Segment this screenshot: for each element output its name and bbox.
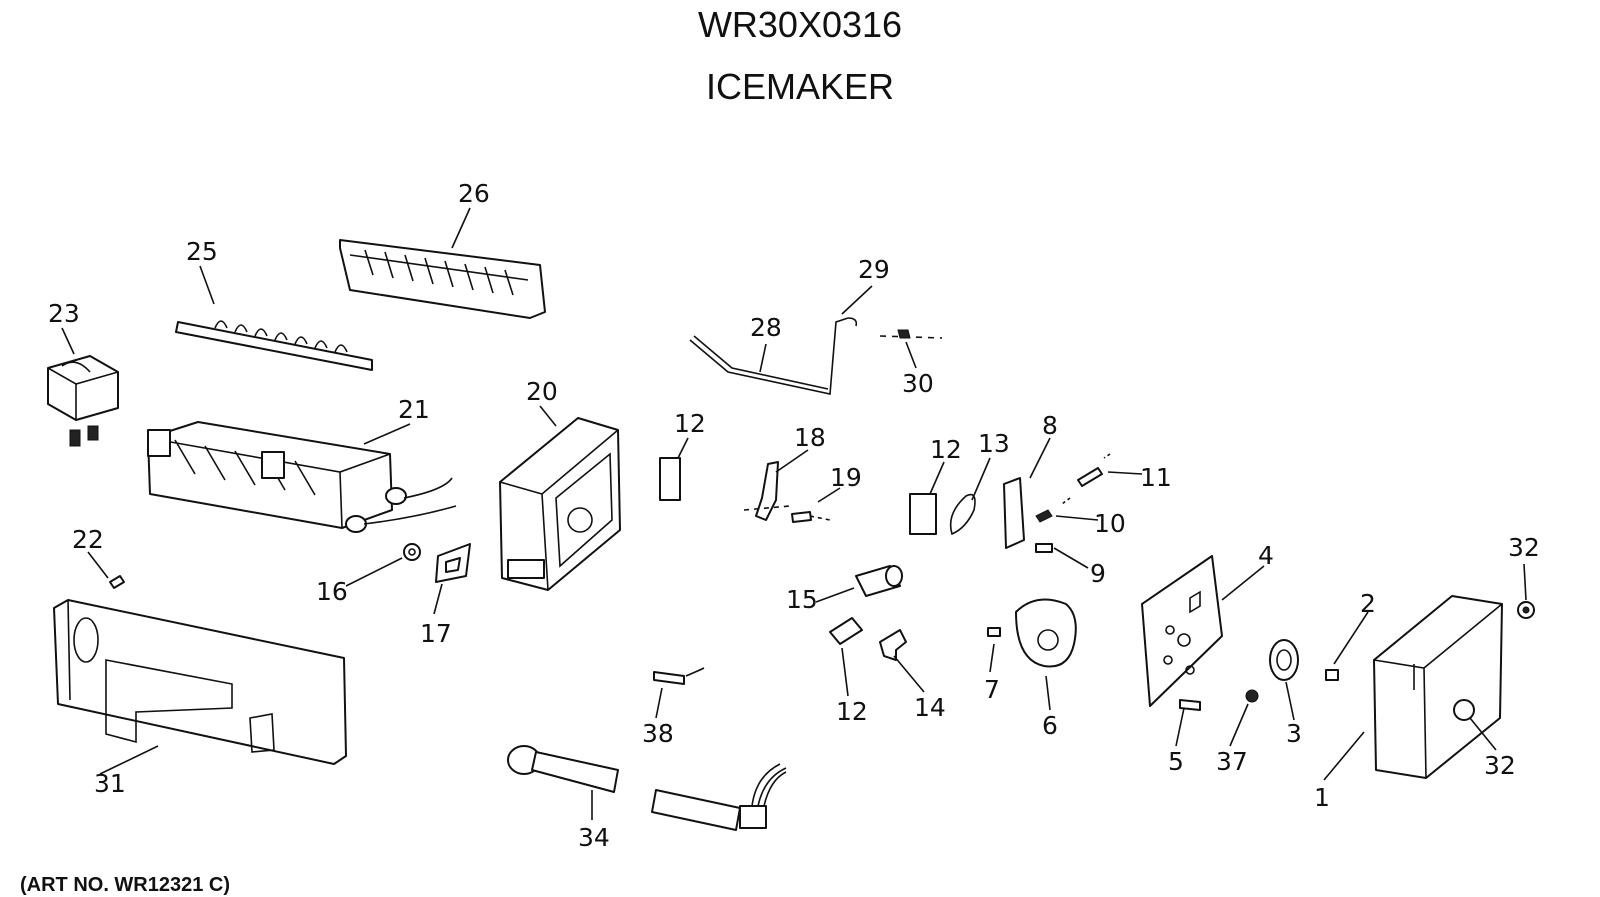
callout-29: 29 [858, 255, 890, 284]
callout-20: 20 [526, 377, 558, 406]
part-11-drawing [1077, 467, 1103, 487]
callout-16: 16 [316, 577, 348, 606]
callout-6: 6 [1042, 711, 1058, 740]
callout-1: 1 [1314, 783, 1330, 812]
callout-12-a: 12 [674, 409, 706, 438]
part-20-drawing [499, 417, 621, 591]
callout-30: 30 [902, 369, 934, 398]
callout-9: 9 [1090, 559, 1106, 588]
part-17-drawing [435, 543, 471, 583]
callout-21: 21 [398, 395, 430, 424]
part-26-drawing [339, 239, 546, 319]
part-38-drawing [653, 671, 685, 685]
part-13-drawing [949, 493, 976, 536]
diagram-title: ICEMAKER [705, 66, 895, 107]
harness-drawing [651, 763, 787, 831]
callout-28: 28 [750, 313, 782, 342]
callout-8: 8 [1042, 411, 1058, 440]
callout-13: 13 [978, 429, 1010, 458]
part-14-drawing [879, 629, 907, 661]
callout-7: 7 [984, 675, 1000, 704]
callout-5: 5 [1168, 747, 1184, 776]
part-12-drawing-b [909, 493, 937, 535]
callout-34: 34 [578, 823, 610, 852]
art-number: (ART NO. WR12321 C) [20, 874, 231, 896]
part-3-drawing [1269, 639, 1299, 681]
part-1-drawing [1373, 595, 1503, 779]
callout-10: 10 [1094, 509, 1126, 538]
part-10-drawing [1035, 509, 1053, 523]
part-12-drawing-a [659, 457, 681, 501]
part-16-drawing [403, 543, 421, 561]
callout-labels: 1 2 3 4 5 6 7 8 9 10 11 12 12 12 13 14 1… [48, 179, 1540, 852]
part-18-drawing [755, 461, 779, 521]
callout-18: 18 [794, 423, 826, 452]
part-6-drawing [1015, 598, 1077, 668]
leader-lines [61, 207, 1527, 820]
part-25-drawing [175, 320, 373, 371]
callout-25: 25 [186, 237, 218, 266]
part-12-drawing-c [829, 617, 863, 645]
part-30-drawing [879, 329, 943, 339]
part-31-drawing [53, 599, 347, 765]
callout-38: 38 [642, 719, 674, 748]
callout-32-a: 32 [1508, 533, 1540, 562]
part-21-drawing [147, 421, 457, 533]
part-4-drawing [1141, 555, 1223, 707]
callout-14: 14 [914, 693, 946, 722]
part-7-drawing [987, 627, 1001, 637]
callout-12-c: 12 [836, 697, 868, 726]
callout-2: 2 [1360, 589, 1376, 618]
part-32-drawing-a [1453, 699, 1475, 721]
callout-15: 15 [786, 585, 818, 614]
callout-32-b: 32 [1484, 751, 1516, 780]
part-2-drawing [1325, 669, 1339, 681]
callout-12-b: 12 [930, 435, 962, 464]
callout-19: 19 [830, 463, 862, 492]
part-34-drawing [507, 745, 619, 793]
callout-23: 23 [48, 299, 80, 328]
callout-31: 31 [94, 769, 126, 798]
part-15-drawing [855, 565, 903, 597]
callout-4: 4 [1258, 541, 1274, 570]
part-28-29-drawing [689, 317, 858, 395]
callout-17: 17 [420, 619, 452, 648]
diagram-model-number: WR30X0316 [697, 4, 903, 45]
part-8-drawing [1003, 477, 1025, 549]
callout-11: 11 [1140, 463, 1172, 492]
part-9-drawing [1035, 543, 1053, 553]
part-23-drawing [47, 355, 119, 447]
callout-3: 3 [1286, 719, 1302, 748]
callout-22: 22 [72, 525, 104, 554]
part-22-drawing [109, 575, 125, 589]
callout-37: 37 [1216, 747, 1248, 776]
callout-26: 26 [458, 179, 490, 208]
part-19-drawing [791, 511, 812, 523]
part-37-drawing [1245, 689, 1259, 703]
part-5-drawing [1179, 699, 1201, 711]
